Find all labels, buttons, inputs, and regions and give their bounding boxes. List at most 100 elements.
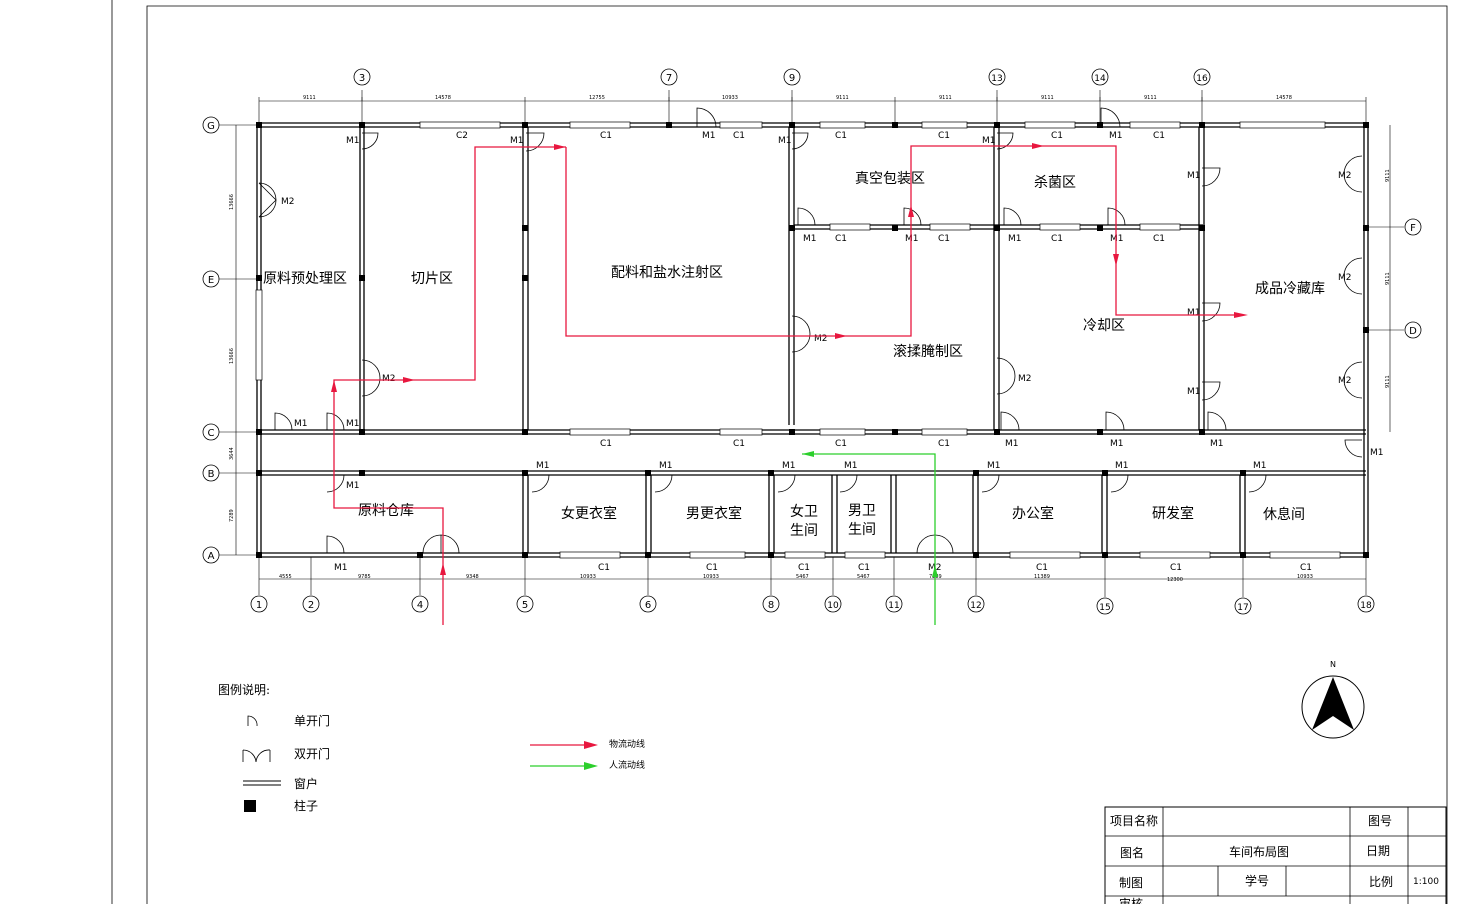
room-female-wc-line1: 女卫 (790, 503, 818, 520)
axis-label: 14 (1094, 74, 1106, 84)
label-m1: M1 (1187, 171, 1201, 181)
dim-top: 12755 (589, 95, 605, 101)
axis-label: 8 (768, 600, 774, 611)
room-labels: 原料预处理区 切片区 配料和盐水注射区 真空包装区 杀菌区 滚揉腌制区 冷却区 … (263, 171, 1325, 523)
axis-label: G (207, 121, 215, 132)
label-m1: M1 (702, 131, 716, 141)
dim-left: 13666 (229, 194, 235, 210)
axis-label: 15 (1099, 603, 1110, 613)
label-m1: M1 (1253, 461, 1267, 471)
label-m1: M1 (1370, 448, 1384, 458)
label-m1: M1 (346, 136, 360, 146)
legend-people-flow: 人流动线 (609, 759, 645, 771)
double-door-icon (242, 749, 271, 763)
axis-bubbles-top: 3 7 9 13 14 16 (353, 68, 1211, 86)
people-flow-lines (802, 451, 938, 625)
legend-column: 柱子 (294, 798, 318, 813)
axis-label: 17 (1237, 603, 1248, 613)
room-male-wc-line1: 男卫 (848, 503, 876, 519)
dim-top: 9111 (939, 95, 952, 101)
dim-top: 14578 (1276, 95, 1292, 101)
label-c1: C1 (858, 563, 870, 573)
label-m1: M1 (778, 136, 792, 146)
title-block: 项目名称 图号 图名 车间布局图 日期 制图 学号 比例 1:100 审核 (1104, 806, 1447, 904)
label-c1: C1 (706, 563, 718, 573)
dim-bottom: 10933 (580, 574, 596, 580)
flow-arrowhead (403, 377, 415, 383)
label-c1: C1 (1036, 563, 1048, 573)
room-vacuum: 真空包装区 (855, 171, 925, 187)
label-c1: C1 (1170, 563, 1182, 573)
room-raw-storage: 原料仓库 (358, 503, 414, 519)
label-c1: C1 (1153, 234, 1165, 244)
label-c1: C1 (938, 131, 950, 141)
axis-label: D (1409, 326, 1417, 337)
room-male-wc-line2: 生间 (848, 522, 876, 538)
dim-bottom: 5467 (857, 574, 870, 580)
axis-label: 18 (1360, 601, 1372, 611)
dim-top: 9111 (1144, 95, 1157, 101)
interior-walls (359, 127, 1246, 553)
room-sterilization: 杀菌区 (1034, 175, 1076, 191)
axis-label: A (208, 551, 215, 562)
tb-drawing-no: 图号 (1368, 814, 1392, 828)
dim-right: 9111 (1385, 272, 1391, 285)
tb-student-no: 学号 (1245, 873, 1269, 888)
material-flow-arrow-icon (584, 741, 598, 749)
dim-bottom: 9348 (466, 574, 479, 580)
axis-label: 9 (789, 73, 795, 84)
doors (258, 107, 1363, 554)
axis-label: 4 (417, 600, 423, 611)
label-m2: M2 (382, 374, 396, 384)
room-tumbling: 滚揉腌制区 (893, 343, 963, 360)
legend-double-door: 双开门 (294, 746, 330, 761)
axis-label: 2 (308, 600, 314, 611)
room-wc-labels: 女卫 生间 男卫 生间 (790, 503, 876, 539)
label-m2: M2 (1338, 273, 1352, 283)
axis-bubbles-bottom: 1 2 4 5 6 8 10 11 12 15 17 18 (250, 595, 1375, 615)
label-c1: C1 (733, 131, 745, 141)
label-c1: C1 (798, 563, 810, 573)
label-m1: M1 (346, 481, 360, 491)
legend: 图例说明: 单开门 双开门 窗户 柱子 物流动线 人流动线 (218, 682, 645, 813)
flow-arrowhead (802, 451, 814, 457)
flow-arrowhead (1234, 312, 1248, 318)
legend-single-door: 单开门 (294, 713, 330, 728)
label-m1: M1 (1110, 439, 1124, 449)
legend-material-flow: 物流动线 (609, 738, 645, 750)
label-m1: M1 (1005, 439, 1019, 449)
label-m1: M1 (1187, 387, 1201, 397)
label-c1: C1 (733, 439, 745, 449)
column-icon (244, 800, 256, 812)
label-m1: M1 (1008, 234, 1022, 244)
label-m1: M1 (1187, 308, 1201, 318)
label-m1: M1 (987, 461, 1001, 471)
room-cold-storage: 成品冷藏库 (1255, 281, 1325, 297)
dimension-lines (219, 90, 1404, 597)
legend-title: 图例说明: (218, 682, 270, 697)
dim-left: 7289 (229, 509, 235, 522)
label-c1: C1 (1300, 563, 1312, 573)
dim-top: 14578 (435, 95, 451, 101)
room-mixing: 配料和盐水注射区 (611, 265, 723, 281)
room-office: 办公室 (1012, 505, 1054, 522)
axis-label: 10 (827, 601, 839, 611)
flow-arrowhead (835, 333, 847, 339)
axis-label: 13 (991, 74, 1002, 84)
dim-top: 9111 (836, 95, 849, 101)
flow-arrowhead (932, 565, 938, 577)
label-m1: M1 (1109, 131, 1123, 141)
label-m1: M1 (1210, 439, 1224, 449)
flow-arrowhead (554, 144, 566, 150)
people-flow-arrow-icon (584, 762, 598, 770)
label-c1: C1 (1051, 234, 1063, 244)
label-m1: M1 (294, 419, 308, 429)
room-rnd: 研发室 (1152, 505, 1194, 522)
dim-bottom: 4555 (279, 574, 292, 580)
label-c1: C1 (835, 439, 847, 449)
label-c1: C1 (835, 234, 847, 244)
outer-walls (256, 122, 1369, 558)
room-male-locker: 男更衣室 (686, 505, 742, 522)
flow-arrowhead (1032, 143, 1044, 149)
